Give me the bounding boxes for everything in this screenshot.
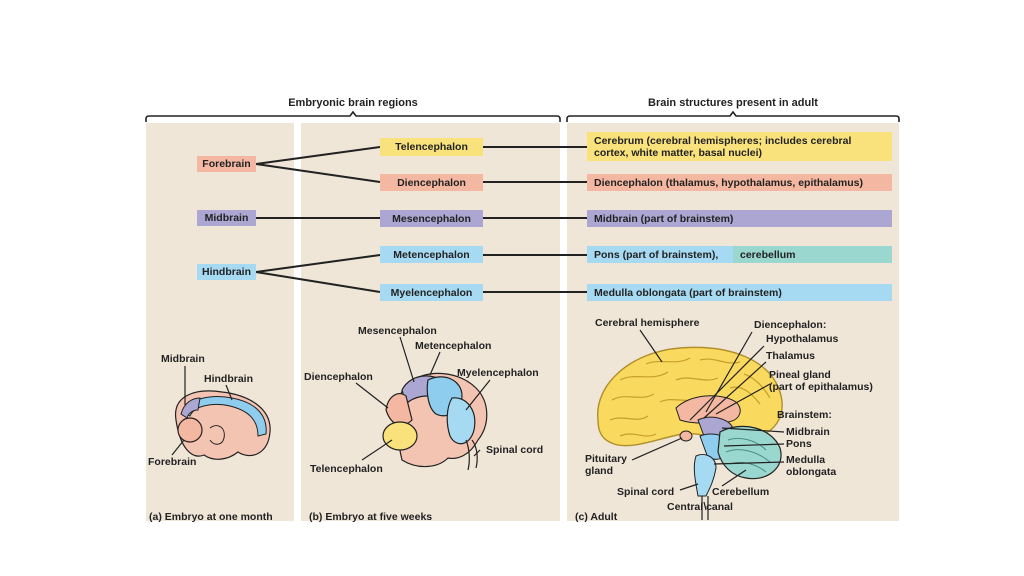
c-cerebellum-label: Cerebellum xyxy=(712,486,770,498)
mesencephalon-box: Mesencephalon xyxy=(380,210,483,227)
line-hindbrain-myelencephalon xyxy=(255,271,381,293)
c-medulla-label: Medulla xyxy=(786,454,826,466)
caption-c: (c) Adult xyxy=(575,511,618,523)
pons-box: Pons (part of brainstem), xyxy=(587,246,733,263)
line-hindbrain-metencephalon xyxy=(255,254,381,273)
embryo-one-month-illustration xyxy=(171,366,271,460)
adult-structures-header: Brain structures present in adult xyxy=(648,97,818,109)
telencephalon-box: Telencephalon xyxy=(380,138,483,156)
midbrain-label-box: Midbrain xyxy=(197,210,256,226)
b-telencephalon-label: Telencephalon xyxy=(310,463,383,475)
line-forebrain-diencephalon xyxy=(255,163,381,183)
adult-midbrain-box: Midbrain (part of brainstem) xyxy=(587,210,892,227)
cerebrum-box: Cerebrum (cerebral hemispheres; includes… xyxy=(587,132,892,161)
c-central-canal-label: Central canal xyxy=(667,501,733,513)
cerebellum-box: cerebellum xyxy=(733,246,892,263)
b-metencephalon-label: Metencephalon xyxy=(415,340,492,352)
c-pons-label: Pons xyxy=(786,438,812,450)
embryonic-regions-header: Embryonic brain regions xyxy=(288,97,418,109)
c-hypothalamus-label: Hypothalamus xyxy=(766,333,839,345)
b-spinal-cord-label: Spinal cord xyxy=(486,444,544,456)
caption-a: (a) Embryo at one month xyxy=(149,511,273,523)
a-forebrain-label: Forebrain xyxy=(148,456,197,468)
c-medulla-sublabel: oblongata xyxy=(786,466,837,478)
c-pituitary-sublabel: gland xyxy=(585,465,613,477)
b-diencephalon-label: Diencephalon xyxy=(304,371,373,383)
c-spinal-cord-label: Spinal cord xyxy=(617,486,675,498)
c-midbrain-label: Midbrain xyxy=(786,426,830,438)
metencephalon-box: Metencephalon xyxy=(380,246,483,263)
embryo-five-weeks-illustration xyxy=(355,336,491,471)
a-midbrain-label: Midbrain xyxy=(161,353,205,365)
c-pineal-gland-sublabel: (part of epithalamus) xyxy=(769,381,873,393)
c-brainstem-heading: Brainstem: xyxy=(777,409,832,421)
diencephalon-box: Diencephalon xyxy=(380,174,483,191)
line-forebrain-telencephalon xyxy=(255,146,381,165)
a-hindbrain-label: Hindbrain xyxy=(204,373,253,385)
c-diencephalon-heading: Diencephalon: xyxy=(754,319,827,331)
forebrain-label-box: Forebrain xyxy=(197,156,256,172)
adult-bracket xyxy=(566,110,900,122)
embryonic-bracket xyxy=(145,110,561,122)
medulla-box: Medulla oblongata (part of brainstem) xyxy=(587,284,892,301)
adult-brain-illustration xyxy=(597,329,785,520)
c-pineal-gland-label: Pineal gland xyxy=(769,369,831,381)
c-pituitary-label: Pituitary xyxy=(585,453,628,465)
c-thalamus-label: Thalamus xyxy=(766,350,816,362)
c-cerebral-hemisphere-label: Cerebral hemisphere xyxy=(595,317,700,329)
hindbrain-label-box: Hindbrain xyxy=(197,264,256,280)
adult-diencephalon-box: Diencephalon (thalamus, hypothalamus, ep… xyxy=(587,174,892,191)
myelencephalon-box: Myelencephalon xyxy=(380,284,483,301)
b-mesencephalon-label: Mesencephalon xyxy=(358,325,437,337)
b-myelencephalon-label: Myelencephalon xyxy=(457,367,539,379)
caption-b: (b) Embryo at five weeks xyxy=(309,511,433,523)
